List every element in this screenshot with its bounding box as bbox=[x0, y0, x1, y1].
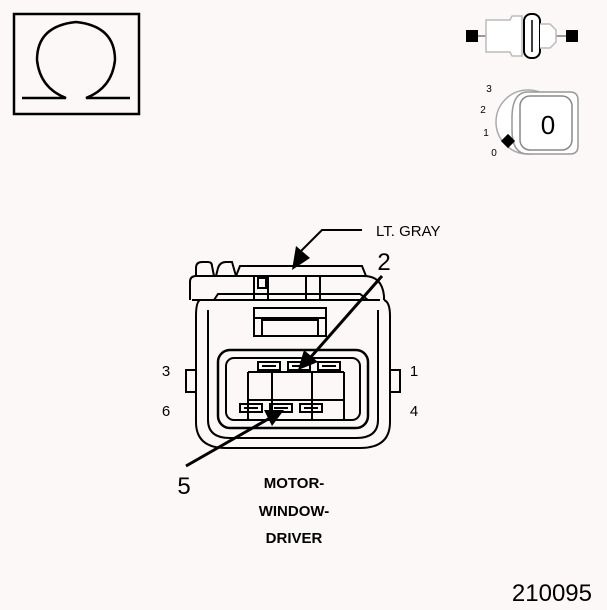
color-callout: LT. GRAY bbox=[292, 223, 440, 270]
connector-color-label: LT. GRAY bbox=[376, 223, 440, 240]
callout-arrow-pin-2 bbox=[298, 275, 384, 370]
pin-label-6: 6 bbox=[162, 403, 170, 420]
key-position-label: 1 bbox=[483, 128, 489, 139]
key-position-label: 0 bbox=[491, 148, 497, 159]
figure-number: 210095 bbox=[512, 580, 592, 607]
callout-number-bottom: 5 bbox=[177, 473, 190, 500]
key-position-label: 2 bbox=[480, 105, 486, 116]
callout-arrow-pin-5 bbox=[185, 410, 284, 468]
ohm-icon bbox=[12, 12, 141, 116]
connector-name-line: DRIVER bbox=[266, 530, 323, 547]
pin-label-1: 1 bbox=[410, 363, 418, 380]
connector-name-line: WINDOW- bbox=[259, 503, 330, 520]
connector-name-line: MOTOR- bbox=[264, 475, 325, 492]
key-icon: 0 3 2 1 0 bbox=[480, 84, 579, 159]
callout-number-top: 2 bbox=[377, 249, 390, 276]
pin-label-3: 3 bbox=[162, 363, 170, 380]
connector-name: MOTOR- WINDOW- DRIVER bbox=[259, 475, 330, 547]
key-face-label: 0 bbox=[541, 110, 555, 140]
key-position-label: 3 bbox=[486, 84, 492, 95]
connector-body bbox=[185, 261, 401, 449]
switch-icon bbox=[466, 13, 578, 59]
pin-label-4: 4 bbox=[410, 403, 418, 420]
